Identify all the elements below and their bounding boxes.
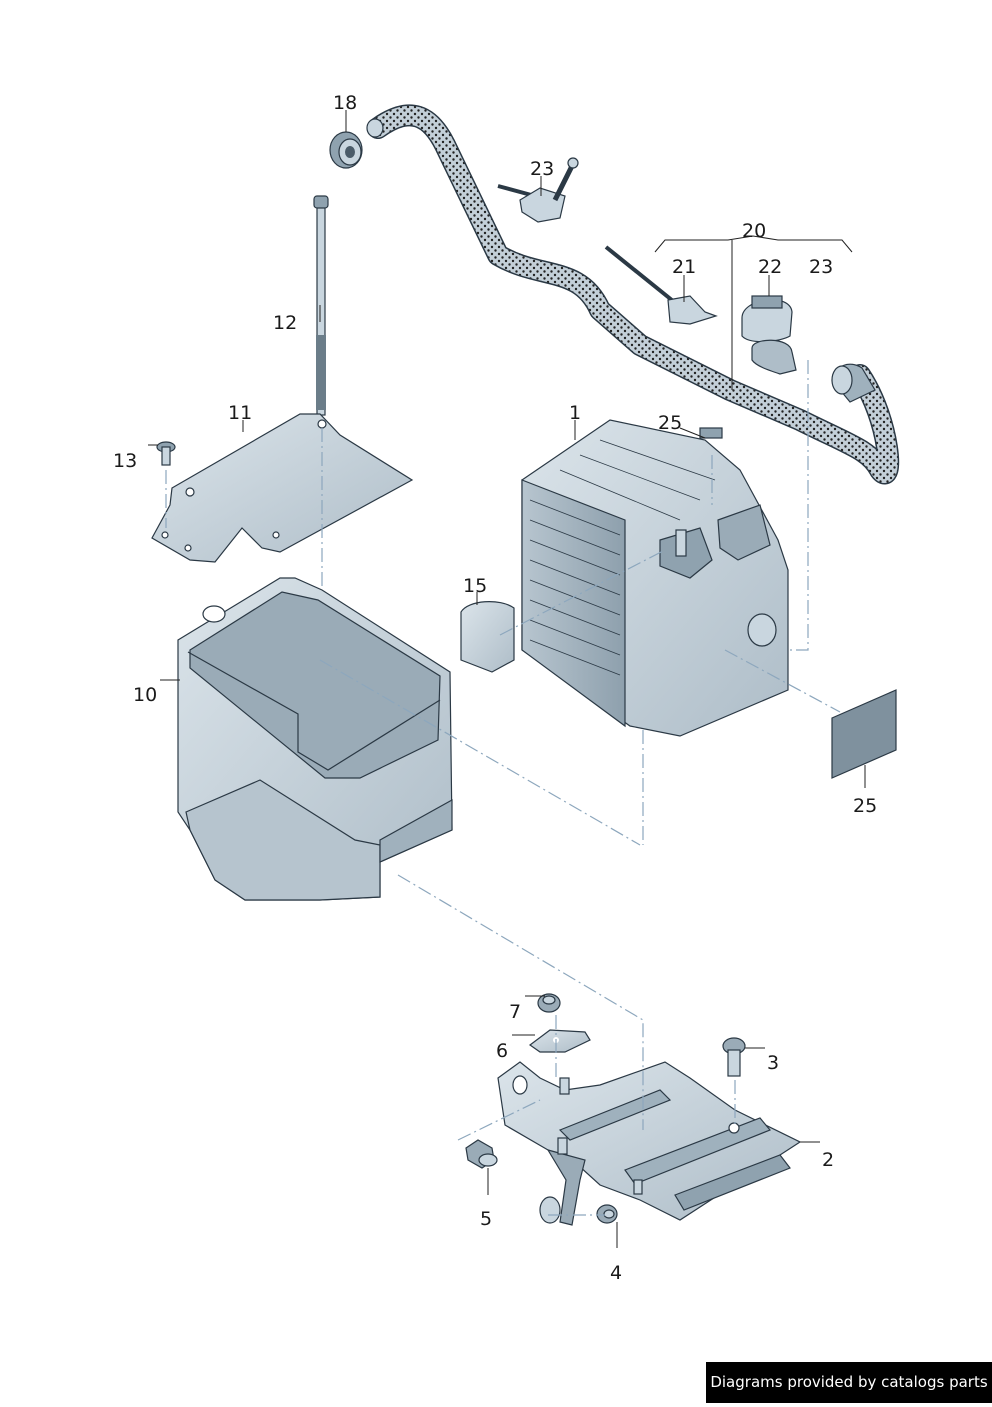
clamp-part-22 (741, 295, 797, 375)
callout-25-top: 25 (658, 412, 682, 434)
battery-part-1 (521, 419, 789, 737)
label-part-25 (831, 689, 897, 779)
group-bracket-20 (654, 235, 853, 390)
credit-banner: Diagrams provided by catalogs parts (706, 1362, 992, 1403)
callout-15: 15 (463, 575, 487, 597)
long-bolt-part-12 (313, 195, 329, 416)
callout-22: 22 (758, 256, 782, 278)
callout-20: 20 (742, 220, 766, 242)
grommet-part-18 (329, 131, 363, 169)
callout-4: 4 (610, 1262, 622, 1284)
callout-12: 12 (273, 312, 297, 334)
small-bolt-part-13 (156, 441, 176, 466)
callout-7: 7 (509, 1001, 521, 1023)
clip-part-23 (497, 157, 579, 223)
callout-labels: 18 23 20 21 22 23 12 11 1 25 13 15 10 25… (113, 92, 877, 1284)
battery-box-part-10 (177, 577, 453, 901)
callout-21: 21 (672, 256, 696, 278)
nut-part-4 (596, 1204, 618, 1224)
cable-tie-part-21 (604, 245, 718, 325)
callout-10: 10 (133, 684, 157, 706)
bolt-part-3 (722, 1037, 746, 1077)
callout-18: 18 (333, 92, 357, 114)
callout-3: 3 (767, 1052, 779, 1074)
callout-6: 6 (496, 1040, 508, 1062)
callout-23-top: 23 (530, 158, 554, 180)
nut-part-7 (537, 993, 561, 1013)
mounting-plate-part-2 (497, 1061, 802, 1226)
hold-down-plate-part-11 (151, 413, 414, 563)
callout-13: 13 (113, 450, 137, 472)
bracket-part-6 (528, 1029, 591, 1053)
assembly-lines (165, 360, 841, 1216)
bolt-part-5 (465, 1139, 498, 1169)
callout-5: 5 (480, 1208, 492, 1230)
breather-hose (366, 104, 900, 485)
terminal-cover-part-15 (460, 601, 515, 673)
callout-11: 11 (228, 402, 252, 424)
callout-25-right: 25 (853, 795, 877, 817)
callout-2: 2 (822, 1149, 834, 1171)
callout-1: 1 (569, 402, 581, 424)
callout-23-right: 23 (809, 256, 833, 278)
leader-lines (148, 110, 866, 1248)
